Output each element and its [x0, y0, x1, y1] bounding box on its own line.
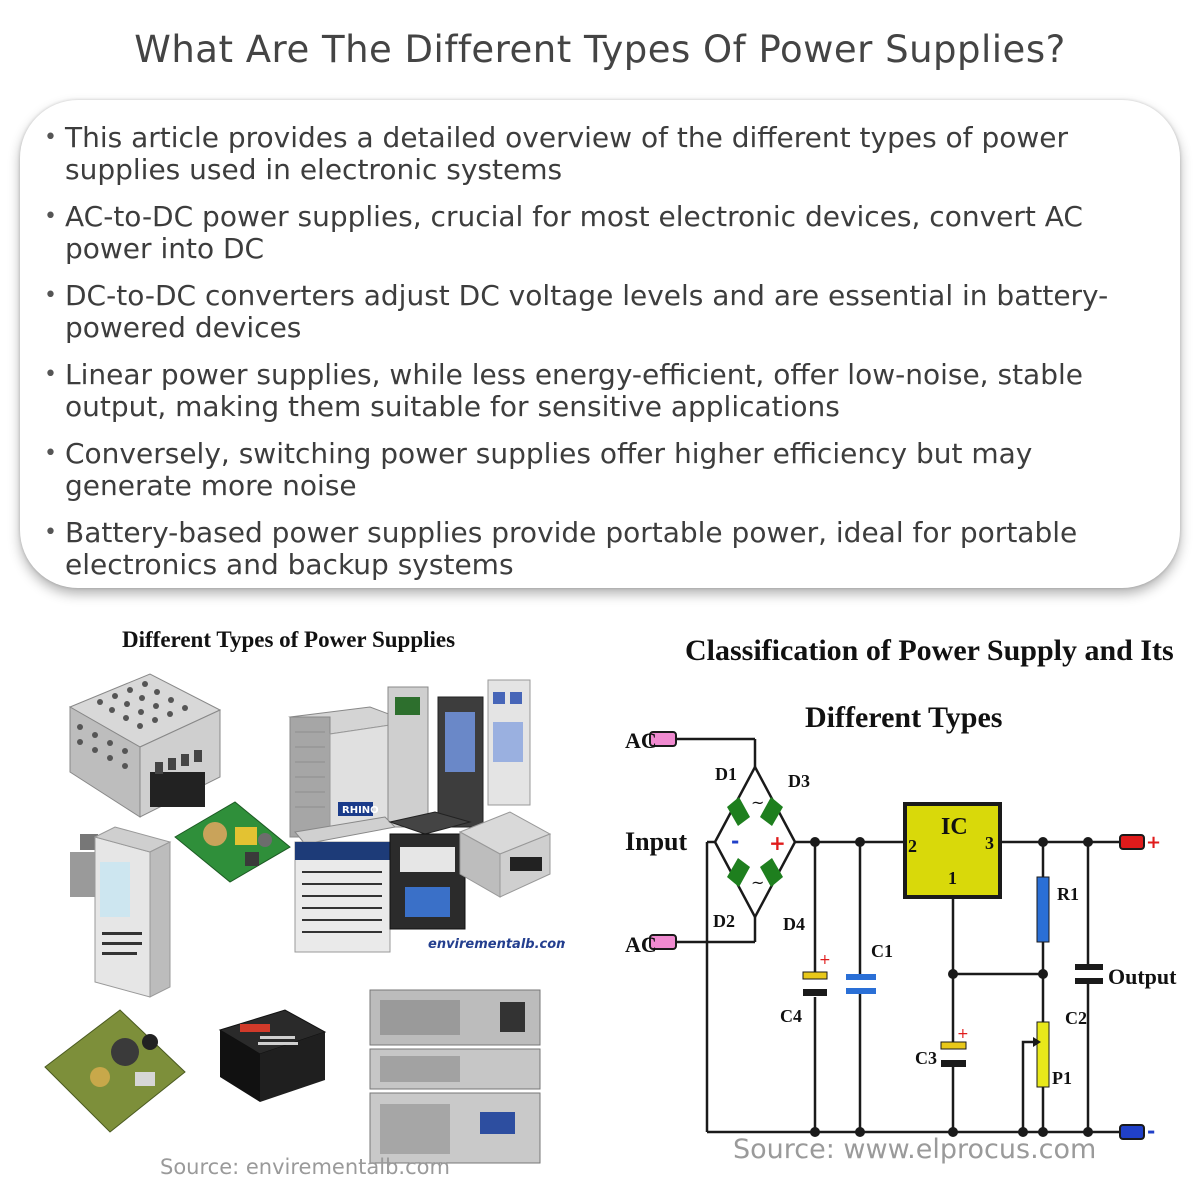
- diode-d2-icon: [727, 858, 750, 887]
- bullet-item: This article provides a detailed overvie…: [40, 122, 1155, 186]
- bullet-item: Battery-based power supplies provide por…: [40, 517, 1155, 581]
- ic-pin-gnd: 1: [948, 868, 957, 888]
- bridge-diodes: [727, 797, 783, 887]
- circuit-wires: [675, 737, 1120, 1134]
- c4-label: C4: [780, 1006, 802, 1026]
- collage-heading: Different Types of Power Supplies: [122, 627, 455, 652]
- encapsulated-module-icon: [218, 1009, 327, 1102]
- navy-module-psu-icon: [294, 816, 397, 953]
- input-label: Input: [625, 827, 687, 856]
- capacitor-c2: [1075, 964, 1103, 984]
- d2-label: D2: [713, 911, 735, 931]
- c3-label: C3: [915, 1048, 937, 1068]
- bridge-ac-symbol-bottom: ~: [751, 873, 764, 892]
- ac-bottom-label: AC: [625, 932, 657, 957]
- d3-label: D3: [788, 771, 810, 791]
- output-plus-sign: +: [1146, 832, 1161, 853]
- circuit-heading-line1: Classification of Power Supply and Its: [685, 634, 1174, 667]
- diode-d4-icon: [760, 858, 783, 887]
- bridge-minus: -: [731, 829, 739, 853]
- output-positive-terminal: [1119, 834, 1145, 850]
- bullet-item: Conversely, switching power supplies off…: [40, 438, 1155, 502]
- brand-label: RHINO: [342, 805, 379, 816]
- d4-label: D4: [783, 914, 805, 934]
- ic-pin-in: 2: [908, 836, 917, 856]
- bridge-plus: +: [769, 831, 786, 855]
- d1-label: D1: [715, 764, 737, 784]
- circuit-svg: Classification of Power Supply and Its D…: [625, 634, 1177, 1165]
- perforated-psu-icon: [68, 673, 222, 818]
- capacitor-c3: +: [940, 1026, 969, 1067]
- collage-watermark: envirementalb.com: [428, 937, 565, 952]
- rack-mount-psu-icon: [369, 989, 541, 1164]
- terminal-psu-icon: [458, 811, 552, 898]
- slim-din-modules-icon: [387, 679, 531, 828]
- potentiometer-p1: [1036, 1021, 1050, 1088]
- bridge-ac-symbol-top: ~: [751, 793, 764, 812]
- ic-regulator: [903, 802, 1002, 899]
- bullet-list: This article provides a detailed overvie…: [40, 122, 1155, 596]
- p1-label: P1: [1052, 1068, 1072, 1088]
- ac-bottom-terminal: [649, 934, 677, 950]
- output-negative-terminal: [1119, 1124, 1145, 1140]
- ic-label: IC: [941, 814, 968, 840]
- diode-d3-icon: [760, 797, 783, 826]
- collage-source: Source: envirementalb.com: [160, 1155, 450, 1179]
- diode-d1-icon: [727, 797, 750, 826]
- bullet-item: AC-to-DC power supplies, crucial for mos…: [40, 201, 1155, 265]
- ac-top-label: AC: [625, 728, 657, 753]
- capacitor-c4: +: [802, 952, 831, 996]
- din-rail-psu-icon: [70, 826, 172, 998]
- power-supply-circuit-diagram: Classification of Power Supply and Its D…: [605, 612, 1185, 1180]
- potentiometer-wiper: [1021, 1040, 1033, 1052]
- resistor-r1: [1036, 876, 1050, 943]
- page-title: What Are The Different Types Of Power Su…: [134, 28, 1066, 71]
- bullet-item: Linear power supplies, while less energy…: [40, 359, 1155, 423]
- output-minus-sign: -: [1147, 1119, 1155, 1143]
- ic-pin-out: 3: [985, 833, 994, 853]
- power-supplies-photo: Different Types of Power Supplies: [40, 612, 570, 1180]
- power-supplies-collage: Different Types of Power Supplies: [44, 627, 570, 1179]
- potentiometer-arrow-icon: [1033, 1037, 1041, 1047]
- r1-label: R1: [1057, 884, 1079, 904]
- bottom-pcb-icon: [44, 1009, 186, 1133]
- ac-top-terminal: [649, 731, 677, 747]
- circuit-source: Source: www.elprocus.com: [733, 1134, 1096, 1165]
- c1-label: C1: [871, 941, 893, 961]
- svg-text:+: +: [819, 952, 831, 968]
- c2-label: C2: [1065, 1008, 1087, 1028]
- circuit-heading-line2: Different Types: [805, 701, 1002, 734]
- svg-text:+: +: [957, 1026, 969, 1042]
- circuit-junctions: [810, 837, 1093, 1137]
- dark-block-psu-icon: [388, 811, 472, 930]
- open-frame-pcb-icon: [174, 801, 291, 883]
- capacitor-c1: [846, 974, 876, 994]
- output-label: Output: [1108, 964, 1177, 989]
- bullet-item: DC-to-DC converters adjust DC voltage le…: [40, 280, 1155, 344]
